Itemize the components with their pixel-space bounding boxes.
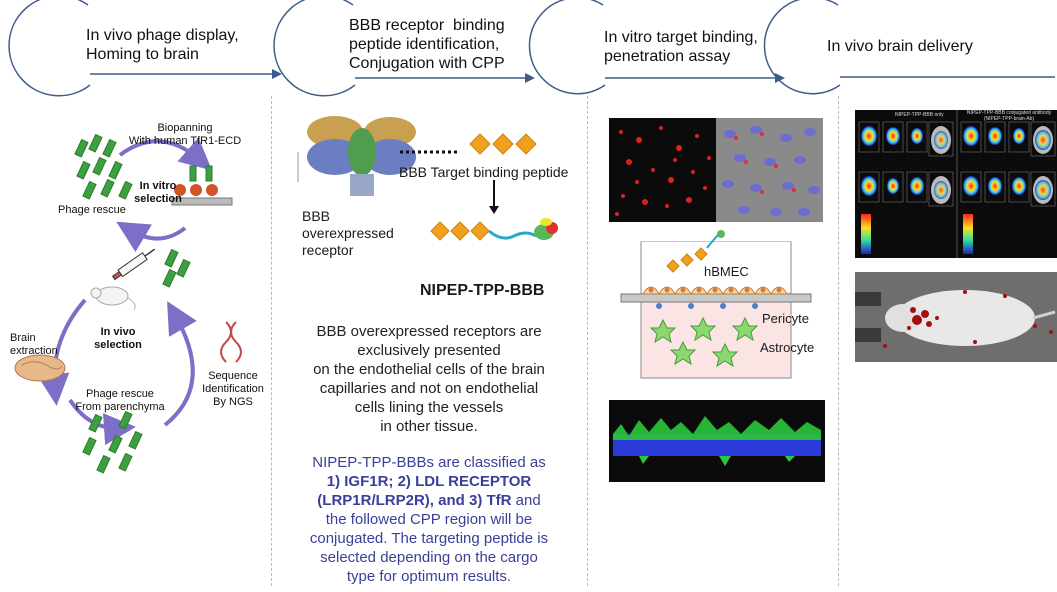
invivo-cycle-arc-right	[163, 301, 197, 427]
ivis-color-scale-right	[963, 214, 973, 254]
step4-title: In vivo brain delivery	[827, 38, 973, 55]
mouse-body-signal	[855, 272, 1057, 362]
construct-name: NIPEP-TPP-BBB	[420, 282, 545, 299]
ivis-left-title: NIPEP-TPP-BBB only	[895, 112, 944, 118]
transwell-peptide	[666, 247, 708, 273]
whole-body-imaging-photo	[855, 272, 1057, 362]
astrocyte-cells	[649, 316, 759, 368]
step1-arrowhead	[272, 69, 282, 79]
ivis-right-title: NIPEP-TPP-BBB conjugated antibody (NIPEP…	[966, 110, 1052, 122]
step2-circle-arc	[273, 0, 356, 97]
divider-1	[271, 96, 272, 586]
confocal-zstack-image	[609, 400, 825, 482]
ivis-color-scale-left	[861, 214, 871, 254]
phage-cluster-top	[74, 133, 133, 200]
target-peptide-diamonds	[469, 133, 537, 155]
astrocyte-label: Astrocyte	[760, 340, 815, 355]
biopanning-label: Biopanning With human TfR1-ECD	[128, 122, 242, 147]
invivo-selection-label: In vivo selection	[94, 326, 142, 351]
transwell-membrane	[620, 293, 812, 303]
phage-cluster-middle	[162, 248, 191, 288]
step1-circle-arc	[8, 0, 91, 97]
phage-cluster-bottom	[82, 410, 143, 474]
phage-rescue-label: Phage rescue	[58, 204, 126, 216]
pericyte-cells	[656, 303, 758, 309]
receptor-label: BBB overexpressed receptor	[302, 208, 394, 258]
invitro-selection-label: In vitro selection	[134, 180, 182, 205]
invivo-cycle-arc-left	[37, 298, 87, 406]
conjugated-construct	[430, 218, 558, 241]
fluorescence-image-merge	[716, 118, 823, 222]
dna-icon	[220, 321, 242, 363]
brain-icon	[14, 354, 66, 382]
step3-arrowhead	[775, 73, 785, 83]
step2-title: BBB receptor binding peptide identificat…	[349, 17, 505, 72]
step4-circle-arc	[763, 0, 841, 95]
ivis-heatmaps	[858, 110, 1056, 258]
selection-surface	[171, 165, 233, 206]
phage-display-cycle	[14, 133, 242, 474]
transwell-diagram	[620, 230, 812, 379]
receptor-description: BBB overexpressed receptors are exclusiv…	[313, 323, 545, 435]
sequence-id-label: Sequence Identification By NGS	[202, 370, 264, 408]
step3-title: In vitro target binding, penetration ass…	[604, 29, 758, 65]
divider-3	[838, 96, 839, 586]
invitro-cycle-arc-top	[118, 137, 213, 171]
classification-receptors: 1) IGF1R; 2) LDL RECEPTOR (LRP1R/LRP2R),…	[317, 473, 532, 509]
classification-tail: the followed CPP region will be conjugat…	[309, 511, 549, 585]
invitro-cycle-arc-bottom	[116, 221, 187, 252]
mouse-icon	[90, 286, 136, 311]
fluorescence-image-red	[609, 118, 716, 222]
step-header-arrows	[8, 0, 1055, 97]
classification-intro: NIPEP-TPP-BBBs are classified as	[312, 454, 546, 471]
zstack-signal	[613, 416, 821, 466]
divider-2	[587, 96, 588, 586]
phage-rescue-parenchyma-label: Phage rescue From parenchyma	[75, 388, 165, 413]
target-peptide-label: BBB Target binding peptide	[399, 164, 569, 180]
step2-arrowhead	[525, 73, 535, 83]
classification-and: and	[511, 492, 541, 509]
classification-paragraph: NIPEP-TPP-BBBs are classified as 1) IGF1…	[290, 453, 568, 586]
receptor-structure-image	[297, 116, 416, 196]
endothelial-nuclei	[648, 287, 782, 293]
pericyte-label: Pericyte	[762, 311, 809, 326]
brain-extraction-label: Brain extraction	[10, 332, 58, 357]
step1-title: In vivo phage display, Homing to brain	[86, 27, 239, 63]
step3-circle-arc	[528, 0, 606, 95]
syringe-icon	[111, 248, 156, 281]
merge-cell-pattern	[722, 126, 820, 216]
down-arrow-head	[489, 206, 499, 214]
peptide-construct-figure	[297, 116, 558, 241]
ivis-imaging-panel: NIPEP-TPP-BBB only NIPEP-TPP-BBB conjuga…	[855, 110, 1057, 258]
red-speckle-pattern	[615, 126, 711, 216]
hbmec-label: hBMEC	[704, 264, 749, 279]
